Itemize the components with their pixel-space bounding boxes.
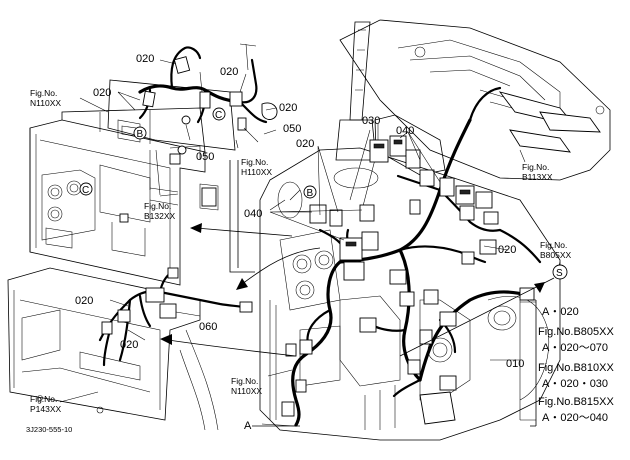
main-harness xyxy=(291,86,542,427)
left-panel-parts xyxy=(119,153,219,223)
fig-ref-b113: B113XX xyxy=(522,172,553,182)
marker-a: A xyxy=(244,420,252,432)
fig-ref-n110: N110XX xyxy=(30,98,61,108)
label-030: 030 xyxy=(362,115,380,127)
top-bracket-harness xyxy=(107,43,278,273)
marker-c: C xyxy=(82,185,89,196)
label-020: 020 xyxy=(220,66,238,78)
legend-line: Fig.No.B810XX xyxy=(538,362,614,374)
marker-b: B xyxy=(137,129,144,140)
drawing-code: 3J230-555-10 xyxy=(26,425,72,434)
label-010: 010 xyxy=(506,358,524,370)
label-020: 020 xyxy=(498,244,516,256)
legend-line: Fig.No.B805XX xyxy=(538,326,614,338)
legend-line: A・020～070 xyxy=(542,342,608,354)
fig-ref-b805: Fig.No. xyxy=(540,240,567,250)
legend-line: A・020～040 xyxy=(542,412,608,424)
marker-c: C xyxy=(215,110,222,121)
marker-b: B xyxy=(307,188,314,199)
machine-body-right xyxy=(339,19,611,211)
label-040: 040 xyxy=(396,125,414,137)
fig-ref-p143: Fig.No. xyxy=(30,394,57,404)
fig-ref-h110: H110XX xyxy=(241,167,272,177)
label-060: 060 xyxy=(199,321,217,333)
fig-ref-n110: Fig.No. xyxy=(30,88,57,98)
part-labels: 020 020 020 020 020 020 020 020 030 040 … xyxy=(75,53,524,370)
legend: A・020 Fig.No.B805XX A・020～070 Fig.No.B81… xyxy=(538,306,614,424)
fig-ref-b132: Fig.No. xyxy=(144,201,171,211)
leader-lines xyxy=(59,59,561,427)
arrows xyxy=(160,223,555,427)
label-040: 040 xyxy=(244,208,262,220)
label-020: 020 xyxy=(120,339,138,351)
marker-s: S xyxy=(556,268,563,279)
right-console-body xyxy=(259,147,561,441)
label-050: 050 xyxy=(196,151,214,163)
label-020: 020 xyxy=(279,102,297,114)
legend-line: A・020 xyxy=(542,306,579,318)
console-connectors xyxy=(281,135,535,417)
fig-ref-b132: B132XX xyxy=(144,211,176,221)
fig-ref-p143: P143XX xyxy=(30,404,62,414)
marker-labels: B B C C S A xyxy=(79,107,568,432)
fig-ref-n110: N110XX xyxy=(231,386,262,396)
left-panel-body xyxy=(29,107,206,286)
figure-references: Fig.No. N110XX Fig.No. H110XX Fig.No. B1… xyxy=(30,88,572,414)
legend-bracket xyxy=(530,299,537,427)
fig-ref-b805: B805XX xyxy=(540,250,572,260)
control-lever xyxy=(333,21,379,189)
fig-ref-b113: Fig.No. xyxy=(522,162,549,172)
legend-line: A・020・030 xyxy=(542,378,608,390)
legend-line: Fig.No.B815XX xyxy=(538,396,614,408)
label-020: 020 xyxy=(75,295,93,307)
fig-ref-n110: Fig.No. xyxy=(231,376,258,386)
fig-ref-h110: Fig.No. xyxy=(241,157,268,167)
lower-left-panel xyxy=(7,267,219,431)
label-050: 050 xyxy=(283,123,301,135)
label-020: 020 xyxy=(296,138,314,150)
label-020: 020 xyxy=(93,87,111,99)
label-020: 020 xyxy=(136,53,154,65)
lower-left-harness xyxy=(98,267,253,367)
